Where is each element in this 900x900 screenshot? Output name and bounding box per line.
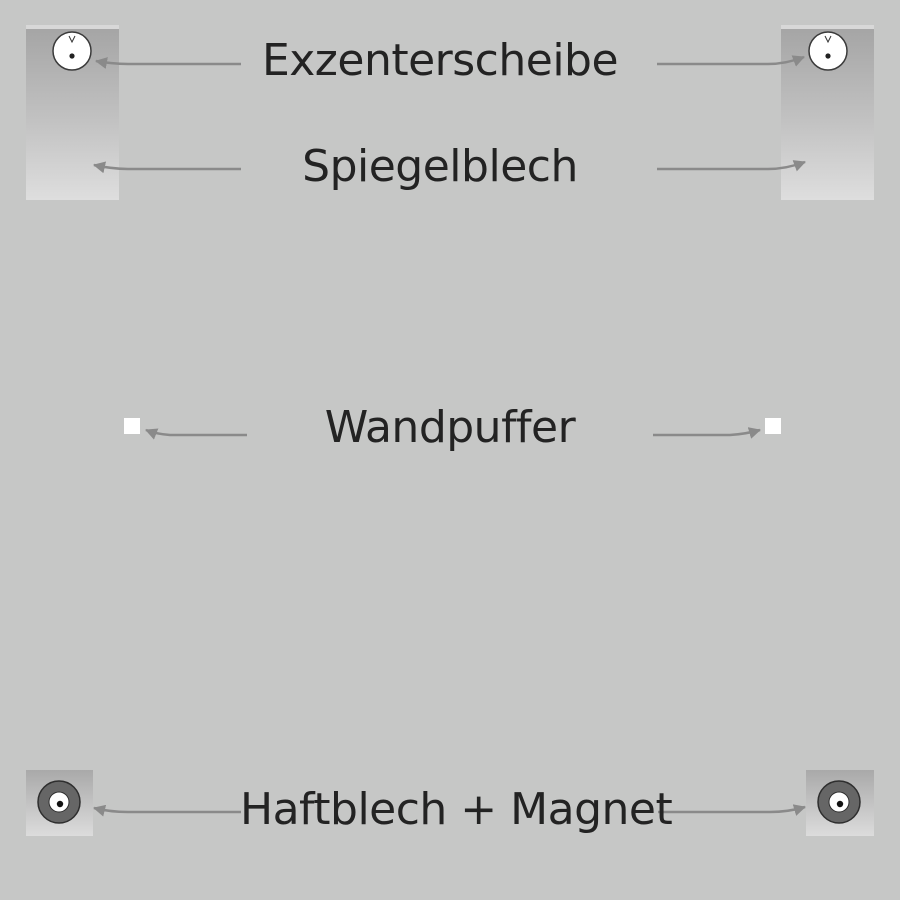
arrow-wandpuffer-right bbox=[653, 427, 761, 439]
haftblech-magnet-left bbox=[26, 770, 93, 836]
arrow-haftblech-right bbox=[658, 804, 806, 816]
label-spiegelblech: Spiegelblech bbox=[302, 141, 578, 192]
haftblech-magnet-right bbox=[806, 770, 874, 836]
wandpuffer-left bbox=[124, 418, 140, 434]
arrow-exzenterscheibe-left bbox=[95, 57, 241, 69]
exzenterscheibe-left bbox=[52, 31, 92, 71]
arrow-haftblech-left bbox=[93, 804, 241, 817]
exzenterscheibe-right bbox=[808, 31, 848, 71]
arrow-exzenterscheibe-right bbox=[657, 55, 805, 67]
label-wandpuffer: Wandpuffer bbox=[324, 402, 576, 453]
arrow-wandpuffer-left bbox=[145, 428, 247, 440]
arrow-spiegelblech-right bbox=[657, 160, 806, 172]
arrow-spiegelblech-left bbox=[93, 161, 241, 174]
label-exzenterscheibe: Exzenterscheibe bbox=[261, 35, 619, 86]
label-haftblech-magnet: Haftblech + Magnet bbox=[240, 784, 673, 835]
wandpuffer-right bbox=[765, 418, 781, 434]
